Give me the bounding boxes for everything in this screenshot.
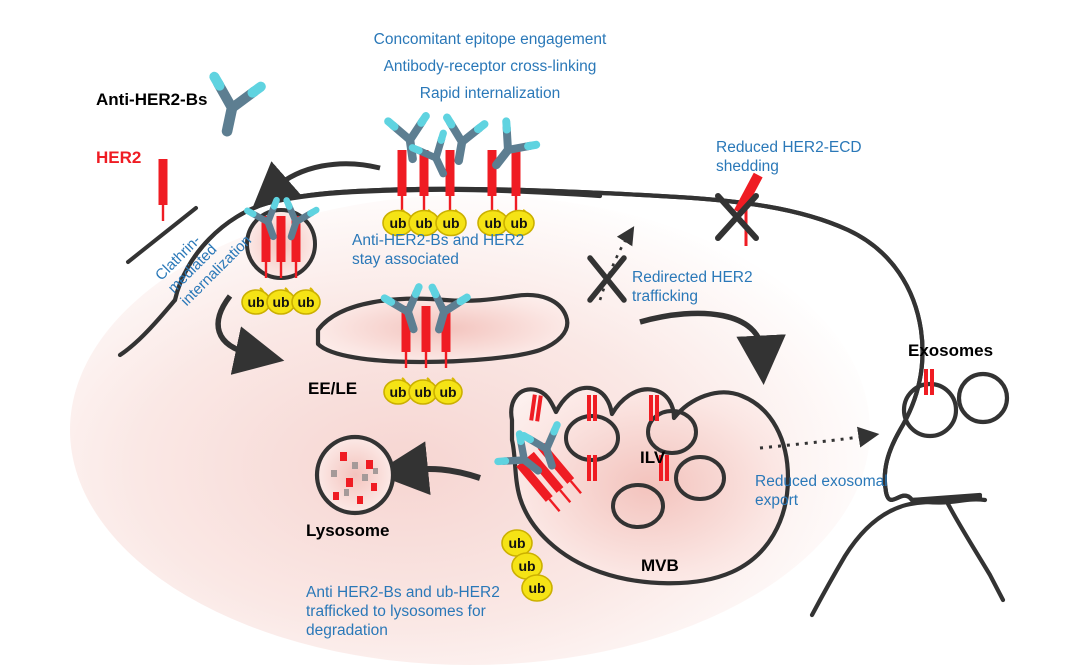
annotation-ecd-shedding: Reduced HER2-ECD shedding bbox=[716, 139, 862, 175]
ubiquitin-tag: ub bbox=[414, 384, 432, 400]
early-late-endosome bbox=[315, 287, 570, 368]
pit-to-endosome-arrow bbox=[215, 294, 285, 375]
ubiquitin-tag: ub bbox=[484, 215, 502, 231]
recycling-blocked-x-icon bbox=[587, 255, 627, 303]
ubiquitin-tag: ub bbox=[528, 580, 546, 596]
legend-antibody-label: Anti-HER2-Bs bbox=[96, 90, 208, 109]
redirected-trafficking-arrow bbox=[639, 310, 786, 385]
annotation-redirected-trafficking: Redirected HER2 trafficking bbox=[632, 269, 753, 305]
annotation-rapid-internalization: Rapid internalization bbox=[419, 85, 561, 102]
label-ilv: ILV bbox=[640, 448, 666, 467]
annotation-exosomal-export: Reduced exosomal export bbox=[755, 473, 888, 509]
annotation-epitope-engagement: Concomitant epitope engagement bbox=[373, 31, 607, 48]
ubiquitin-tag: ub bbox=[510, 215, 528, 231]
label-exosomes: Exosomes bbox=[908, 341, 994, 360]
multivesicular-body bbox=[493, 385, 791, 586]
clathrin-leader-line bbox=[126, 206, 198, 264]
ubiquitin-tag: ub bbox=[272, 294, 290, 310]
ubiquitin-tag: ub bbox=[297, 294, 315, 310]
label-ee-le: EE/LE bbox=[308, 379, 358, 398]
legend-her2-icon bbox=[158, 159, 168, 221]
annotation-stay-associated: Anti-HER2-Bs and HER2 stay associated bbox=[352, 232, 525, 268]
exosome-vesicles bbox=[901, 369, 1010, 439]
ubiquitin-tag: ub bbox=[389, 215, 407, 231]
ubiquitin-tag: ub bbox=[442, 215, 460, 231]
plasma-membrane-lower-right bbox=[943, 497, 1006, 603]
ubiquitin-tags-vesicle bbox=[241, 287, 321, 315]
ubiquitin-tags-surface bbox=[382, 209, 535, 237]
lysosome bbox=[314, 434, 396, 516]
ubiquitin-tag: ub bbox=[518, 558, 536, 574]
ubiquitin-tag: ub bbox=[439, 384, 457, 400]
label-lysosome: Lysosome bbox=[306, 521, 390, 540]
legend-antibody-icon bbox=[204, 77, 261, 136]
recycling-dotted-arrow bbox=[598, 226, 635, 301]
legend-her2-label: HER2 bbox=[96, 148, 142, 167]
shed-her2-ecd-icon bbox=[734, 172, 763, 246]
ubiquitin-tag: ub bbox=[508, 535, 526, 551]
shedding-blocked-x-icon bbox=[715, 193, 759, 241]
plasma-membrane-left bbox=[117, 297, 178, 358]
ubiquitin-tag: ub bbox=[247, 294, 265, 310]
annotation-lysosomal-degradation: Anti HER2-Bs and ub-HER2 trafficked to l… bbox=[306, 584, 500, 639]
ubiquitin-tag: ub bbox=[415, 215, 433, 231]
label-mvb: MVB bbox=[641, 556, 679, 575]
mvb-to-lysosome-arrow bbox=[374, 441, 481, 496]
clathrin-coated-vesicle bbox=[247, 200, 316, 280]
internalization-arrow bbox=[252, 161, 381, 208]
annotation-cross-linking: Antibody-receptor cross-linking bbox=[383, 58, 597, 75]
ubiquitin-tags-endosome bbox=[383, 377, 463, 405]
ubiquitin-tag: ub bbox=[389, 384, 407, 400]
ubiquitin-tags-mvb bbox=[501, 529, 553, 602]
